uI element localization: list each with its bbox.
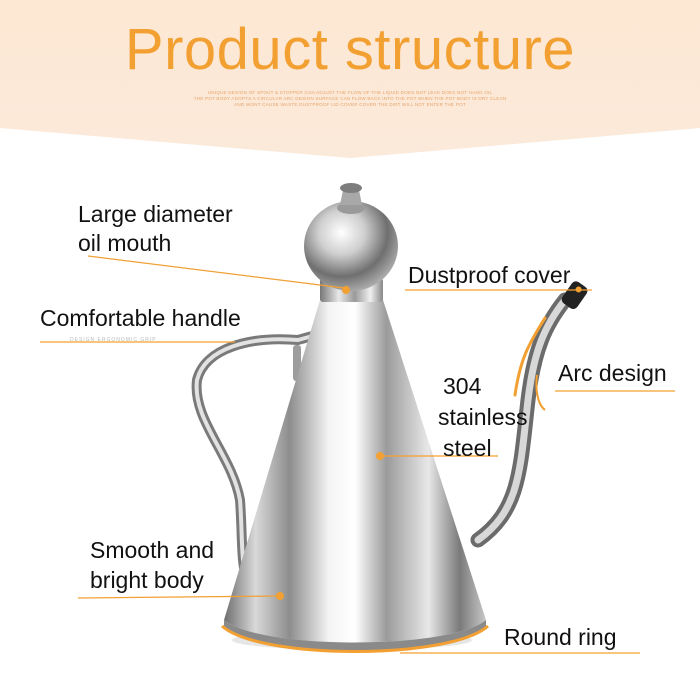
label-smooth-line2: bright body	[90, 567, 204, 593]
lid-knob-top	[340, 183, 362, 193]
label-large-mouth-line2: oil mouth	[78, 230, 172, 256]
arc-design-bracket	[535, 374, 546, 411]
handle-fine-print: DESIGN ERGONOMIC GRIP	[70, 337, 157, 343]
handle-highlight	[194, 333, 318, 587]
leader-smooth	[77, 595, 281, 599]
arc-design-highlight	[513, 316, 547, 397]
label-large-mouth-line1: Large diameter	[78, 201, 233, 227]
pot-base-rim	[224, 620, 486, 651]
subtitle-line-3: AND WONT CAUSE WASTE DUSTPROOF LID COVER…	[234, 102, 466, 107]
spout-highlight	[474, 296, 569, 544]
dot-stainless	[376, 452, 384, 460]
pot-body	[224, 300, 486, 643]
label-arc-design: Arc design	[558, 360, 667, 386]
dot-large-mouth	[342, 286, 350, 294]
dot-smooth	[276, 592, 284, 600]
label-stainless-line1: 304	[443, 373, 482, 399]
label-comfortable-handle: Comfortable handle	[40, 305, 241, 331]
lid-ball	[304, 201, 398, 291]
page-title: Product structure	[124, 17, 576, 82]
header-banner	[0, 0, 700, 158]
label-round-ring: Round ring	[504, 624, 617, 650]
ring-arc	[221, 624, 489, 653]
lid-knob-stem	[340, 190, 362, 205]
leader-large-mouth	[87, 255, 345, 289]
label-dustproof-cover: Dustproof cover	[408, 262, 571, 288]
label-stainless-line2: stainless	[438, 404, 528, 430]
subtitle-line-1: UNIQUE DESIGN OF SPOUT & STOPPER CAN ADJ…	[207, 90, 493, 95]
label-smooth-line1: Smooth and	[90, 537, 215, 563]
subtitle-line-2: THE POT BODY ADOPTS A CIRCULAR ARC DESIG…	[193, 96, 507, 101]
label-stainless-line3: steel	[443, 435, 492, 461]
